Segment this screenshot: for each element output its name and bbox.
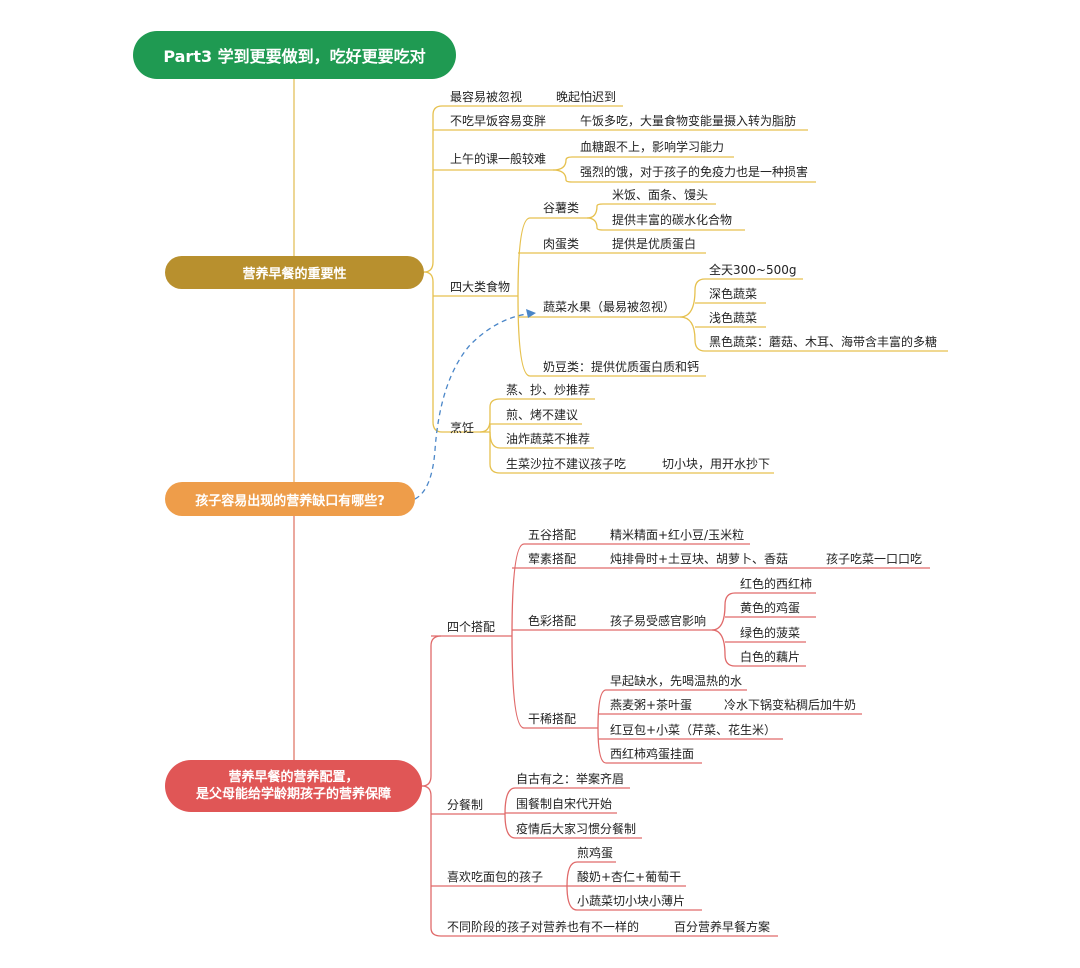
node-cooking: 烹饪 bbox=[450, 421, 475, 435]
config-label-line1: 营养早餐的营养配置， bbox=[228, 770, 359, 785]
node-stage-plan: 百分营养早餐方案 bbox=[674, 920, 771, 934]
node-oatmeal-egg: 燕麦粥+茶叶蛋 bbox=[610, 698, 693, 712]
node-color-white: 白色的藕片 bbox=[740, 650, 801, 664]
node-cook-salad: 生菜沙拉不建议孩子吃 bbox=[506, 457, 627, 471]
node-four-matches: 四个搭配 bbox=[447, 620, 496, 634]
node-lunch-overeat: 午饭多吃，大量食物变能量摄入转为脂肪 bbox=[580, 114, 797, 128]
node-tomato-noodles: 西红柿鸡蛋挂面 bbox=[610, 747, 695, 761]
node-redbean-bun: 红豆包+小菜（芹菜、花生米） bbox=[610, 723, 777, 737]
node-color-green: 绿色的菠菜 bbox=[740, 626, 801, 640]
node-color-red: 红色的西红柿 bbox=[740, 577, 813, 591]
node-cook-salad-tip: 切小块，用开水抄下 bbox=[662, 457, 771, 471]
node-easily-ignored: 最容易被忽视 bbox=[450, 90, 523, 104]
node-grain-match-detail: 精米精面+红小豆/玉米粒 bbox=[610, 528, 745, 542]
node-meat-protein: 提供是优质蛋白 bbox=[612, 237, 697, 251]
node-four-food-groups: 四大类食物 bbox=[450, 280, 511, 294]
node-color-senses: 孩子易受感官影响 bbox=[610, 614, 707, 628]
node-meat-veg-tip: 孩子吃菜一口口吃 bbox=[826, 552, 923, 566]
node-split-history: 自古有之：举案齐眉 bbox=[516, 772, 625, 786]
node-dairy-beans: 奶豆类：提供优质蛋白质和钙 bbox=[543, 360, 700, 374]
node-veg-black: 黑色蔬菜：蘑菇、木耳、海带含丰富的多糖 bbox=[709, 335, 938, 349]
node-color-match: 色彩搭配 bbox=[528, 614, 577, 628]
node-stage-diff: 不同阶段的孩子对营养也有不一样的 bbox=[447, 920, 640, 934]
node-veg-amount: 全天300~500g bbox=[709, 263, 797, 277]
node-grain-match: 五谷搭配 bbox=[528, 528, 577, 542]
node-cook-deep-fry: 油炸蔬菜不推荐 bbox=[506, 432, 591, 446]
node-split-song: 围餐制自宋代开始 bbox=[516, 797, 613, 811]
node-meat-egg: 肉蛋类 bbox=[543, 237, 580, 251]
node-yogurt-nuts: 酸奶+杏仁+葡萄干 bbox=[577, 870, 682, 884]
node-blood-sugar: 血糖跟不上，影响学习能力 bbox=[580, 140, 725, 154]
node-nutrition-gaps: 孩子容易出现的营养缺口有哪些? bbox=[165, 482, 415, 516]
node-breakfast-config: 营养早餐的营养配置， 是父母能给学龄期孩子的营养保障 bbox=[165, 760, 422, 812]
node-meat-veg-match: 荤素搭配 bbox=[528, 552, 577, 566]
node-hard-classes: 上午的课一般较难 bbox=[450, 152, 547, 166]
node-grains-carbs: 提供丰富的碳水化合物 bbox=[612, 213, 733, 227]
node-split-meals: 分餐制 bbox=[447, 798, 484, 812]
node-veg-light: 浅色蔬菜 bbox=[709, 311, 758, 325]
node-grains-items: 米饭、面条、馒头 bbox=[612, 188, 709, 202]
node-vegetables-fruit: 蔬菜水果（最易被忽视） bbox=[543, 300, 676, 314]
node-oatmeal-tip: 冷水下锅变粘稠后加牛奶 bbox=[724, 698, 857, 712]
node-fried-egg: 煎鸡蛋 bbox=[577, 846, 614, 860]
node-veg-dark: 深色蔬菜 bbox=[709, 287, 758, 301]
node-dry-wet-match: 干稀搭配 bbox=[528, 712, 577, 726]
node-breakfast-importance: 营养早餐的重要性 bbox=[165, 256, 424, 289]
node-skip-fat: 不吃早饭容易变胖 bbox=[450, 114, 547, 128]
page-title: Part3 学到更要做到，吃好更要吃对 bbox=[133, 31, 456, 79]
node-cook-steam: 蒸、抄、炒推荐 bbox=[506, 383, 591, 397]
node-hunger-immunity: 强烈的饿，对于孩子的免疫力也是一种损害 bbox=[580, 165, 809, 179]
node-small-veg: 小蔬菜切小块小薄片 bbox=[577, 894, 686, 908]
node-meat-veg-detail: 炖排骨时+土豆块、胡萝卜、香菇 bbox=[610, 552, 789, 566]
node-late-wakeup: 晚起怕迟到 bbox=[556, 90, 617, 104]
config-label-line2: 是父母能给学龄期孩子的营养保障 bbox=[195, 787, 391, 802]
node-morning-water: 早起缺水，先喝温热的水 bbox=[610, 674, 743, 688]
node-color-yellow: 黄色的鸡蛋 bbox=[740, 601, 801, 615]
node-grains: 谷薯类 bbox=[543, 201, 580, 215]
node-split-epidemic: 疫情后大家习惯分餐制 bbox=[516, 822, 637, 836]
node-cook-fry-grill: 煎、烤不建议 bbox=[506, 408, 579, 422]
node-bread-kids: 喜欢吃面包的孩子 bbox=[447, 870, 544, 884]
